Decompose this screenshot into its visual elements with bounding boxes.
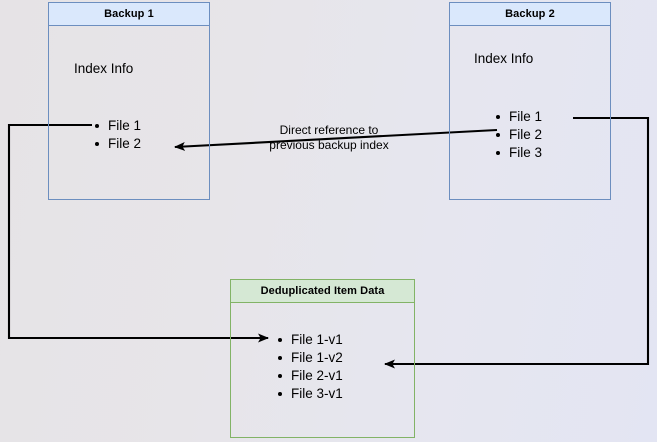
backup2-header: Backup 2 — [449, 2, 611, 26]
list-item: File 1 — [94, 117, 141, 135]
backup1-box[interactable] — [48, 2, 210, 200]
backup1-title: Backup 1 — [104, 8, 154, 20]
direct-reference-line-1: Direct reference to — [279, 123, 379, 137]
list-item: File 3 — [495, 144, 542, 162]
direct-reference-line-2: previous backup index — [269, 138, 389, 152]
list-item: File 1-v2 — [277, 349, 343, 367]
backup2-title: Backup 2 — [505, 8, 555, 20]
backup2-index-info-label: Index Info — [474, 51, 534, 66]
list-item: File 1-v1 — [277, 331, 343, 349]
dedup-file-list: File 1-v1 File 1-v2 File 2-v1 File 3-v1 — [277, 331, 343, 403]
dedup-header: Deduplicated Item Data — [230, 279, 415, 303]
backup1-file-list: File 1 File 2 — [94, 117, 141, 153]
list-item: File 2 — [495, 126, 542, 144]
direct-reference-annotation: Direct reference to previous backup inde… — [245, 123, 413, 153]
list-item: File 3-v1 — [277, 385, 343, 403]
list-item: File 2 — [94, 135, 141, 153]
list-item: File 1 — [495, 108, 542, 126]
backup1-index-info-label: Index Info — [74, 61, 134, 76]
backup1-header: Backup 1 — [48, 2, 210, 26]
backup2-file-list: File 1 File 2 File 3 — [495, 108, 542, 162]
list-item: File 2-v1 — [277, 367, 343, 385]
backup2-box[interactable] — [449, 2, 611, 200]
dedup-title: Deduplicated Item Data — [260, 285, 385, 297]
